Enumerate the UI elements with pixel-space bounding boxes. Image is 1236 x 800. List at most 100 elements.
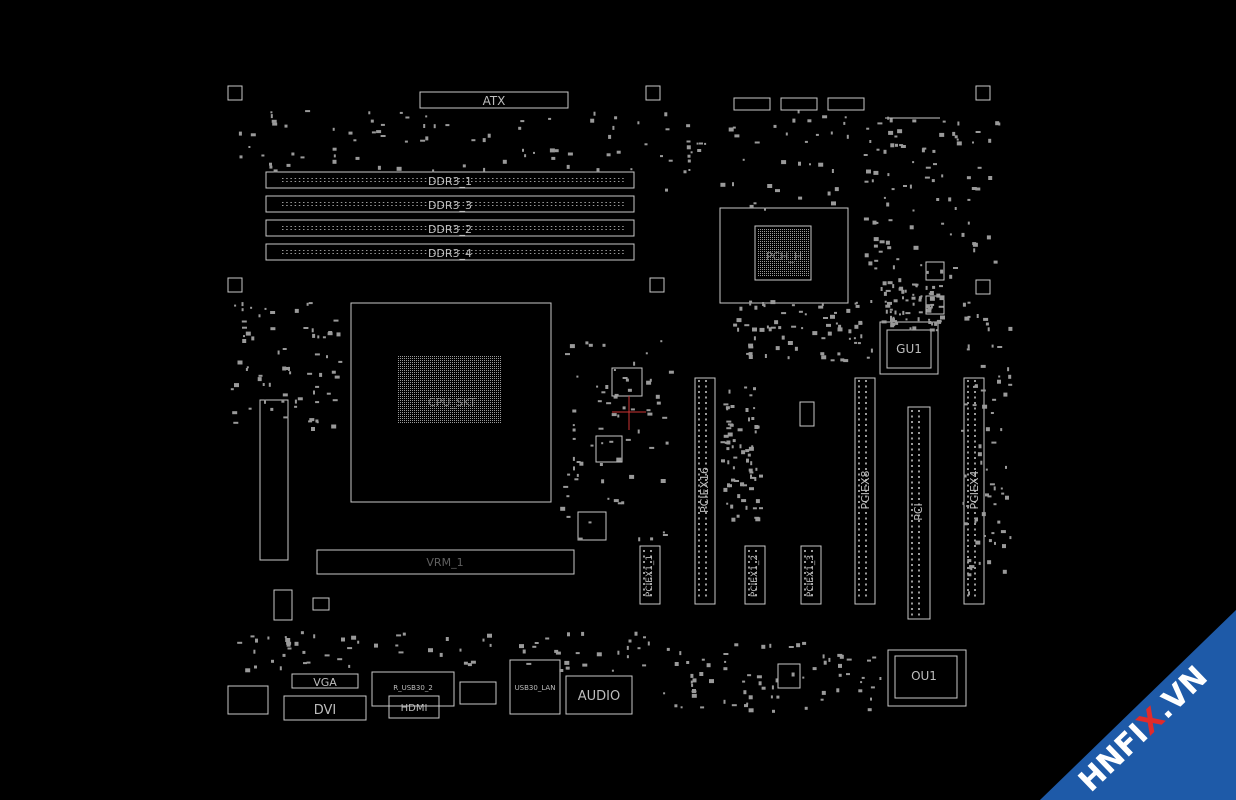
usb30-2-port[interactable] — [371, 671, 455, 707]
cpu-pin — [448, 418, 449, 419]
smd-component — [727, 432, 733, 437]
smd-component — [896, 258, 900, 261]
smd-component — [831, 201, 836, 206]
cpu-pin — [420, 382, 421, 383]
cpu-pin — [416, 412, 417, 413]
fan-header-1[interactable] — [733, 97, 771, 111]
chip-misc-1[interactable] — [595, 435, 623, 463]
fan-header-2[interactable] — [780, 97, 818, 111]
ddr3-slot-1[interactable] — [265, 171, 635, 189]
cpu-pin — [442, 358, 443, 359]
dimm-pin — [525, 205, 528, 206]
chip-misc-5[interactable] — [312, 597, 330, 611]
slot-pin — [698, 391, 700, 393]
pciex1-3-slot[interactable] — [800, 545, 822, 605]
cpu-pin — [492, 384, 493, 385]
cpu-pin — [496, 402, 497, 403]
pch-ball — [780, 243, 781, 244]
cpu-pin — [404, 374, 405, 375]
usb30-lan-port[interactable] — [509, 659, 561, 715]
cpu-pin — [400, 384, 401, 385]
label-usb30-2: R_USB30_2 — [393, 684, 433, 692]
audio-port[interactable] — [565, 675, 633, 715]
pch-ball — [804, 265, 805, 266]
pciex16-slot[interactable] — [694, 377, 716, 605]
smd-component — [838, 663, 842, 668]
ou1-chip[interactable] — [887, 649, 967, 707]
cpu-pin — [470, 408, 471, 409]
ps2-port[interactable] — [227, 685, 269, 715]
dimm-pin — [500, 178, 502, 179]
dimm-pin — [613, 226, 616, 227]
cpu-pin — [444, 396, 445, 397]
cpu-pin — [448, 416, 449, 417]
pch-ball — [800, 265, 801, 266]
cpu-pin — [436, 418, 437, 419]
slot-pin — [748, 588, 750, 591]
ddr3-slot-2[interactable] — [265, 219, 635, 237]
slot-pin — [967, 539, 969, 542]
cpu-pin — [464, 380, 465, 381]
pch-ball — [800, 267, 801, 268]
smd-component — [854, 302, 857, 305]
cpu-socket[interactable] — [350, 302, 552, 503]
ddr3-slot-4[interactable] — [265, 243, 635, 261]
slot-pin — [858, 446, 860, 448]
atx-connector[interactable] — [419, 91, 569, 109]
cpu-pin — [490, 390, 491, 391]
ddr3-slot-3[interactable] — [265, 195, 635, 213]
dimm-pin — [374, 250, 376, 251]
hdmi-port[interactable] — [388, 695, 440, 719]
gu1-chip[interactable] — [879, 321, 939, 375]
smd-component — [985, 468, 988, 471]
slot-pin — [918, 487, 920, 489]
pch-chip[interactable] — [719, 207, 849, 304]
smd-component — [270, 311, 276, 314]
smd-component — [820, 698, 824, 701]
cpu-pin — [404, 416, 405, 417]
smd-component — [334, 375, 340, 379]
pci-slot[interactable] — [907, 406, 931, 620]
dimm-pin — [433, 229, 435, 230]
cpu-pin — [450, 364, 451, 365]
chip-misc-4[interactable] — [273, 589, 293, 621]
pch-ball — [790, 267, 791, 268]
slot-pin — [974, 391, 976, 393]
slot-pin — [858, 523, 860, 525]
smd-component — [986, 235, 991, 240]
smd-component — [239, 155, 243, 159]
cpu-pin — [480, 392, 481, 393]
dvi-port[interactable] — [283, 695, 367, 721]
chip-misc-6[interactable] — [799, 401, 815, 427]
dimm-pin — [403, 205, 406, 206]
pciex8-slot[interactable] — [854, 377, 876, 605]
cpu-pin — [486, 392, 487, 393]
slot-pin — [858, 495, 860, 498]
vga-port[interactable] — [291, 673, 359, 689]
pciex1-2-slot[interactable] — [744, 545, 766, 605]
pciex4-slot[interactable] — [963, 377, 985, 605]
chip-hmu2[interactable] — [577, 511, 607, 541]
cpu-pin — [466, 392, 467, 393]
chip-misc-3[interactable] — [925, 295, 945, 315]
pch-ball — [792, 249, 793, 250]
cpu-pin — [496, 376, 497, 377]
pch-ball — [780, 269, 781, 270]
usb-port[interactable] — [459, 681, 497, 705]
pciex1-1-slot[interactable] — [639, 545, 661, 605]
chip-hmu1[interactable] — [611, 367, 643, 397]
cpu-pin — [460, 420, 461, 421]
pch-ball — [800, 241, 801, 242]
pch-ball — [770, 231, 771, 232]
dimm-pin — [286, 226, 288, 227]
fan-header-3[interactable] — [827, 97, 865, 111]
cpu-pin — [398, 374, 399, 375]
left-vertical-connector[interactable] — [259, 399, 289, 561]
chip-cu1[interactable] — [777, 663, 801, 689]
pch-ball — [766, 249, 767, 250]
smd-component — [1005, 465, 1007, 469]
cpu-pin — [416, 372, 417, 373]
cpu-pin — [474, 378, 475, 379]
smd-component — [261, 154, 265, 157]
